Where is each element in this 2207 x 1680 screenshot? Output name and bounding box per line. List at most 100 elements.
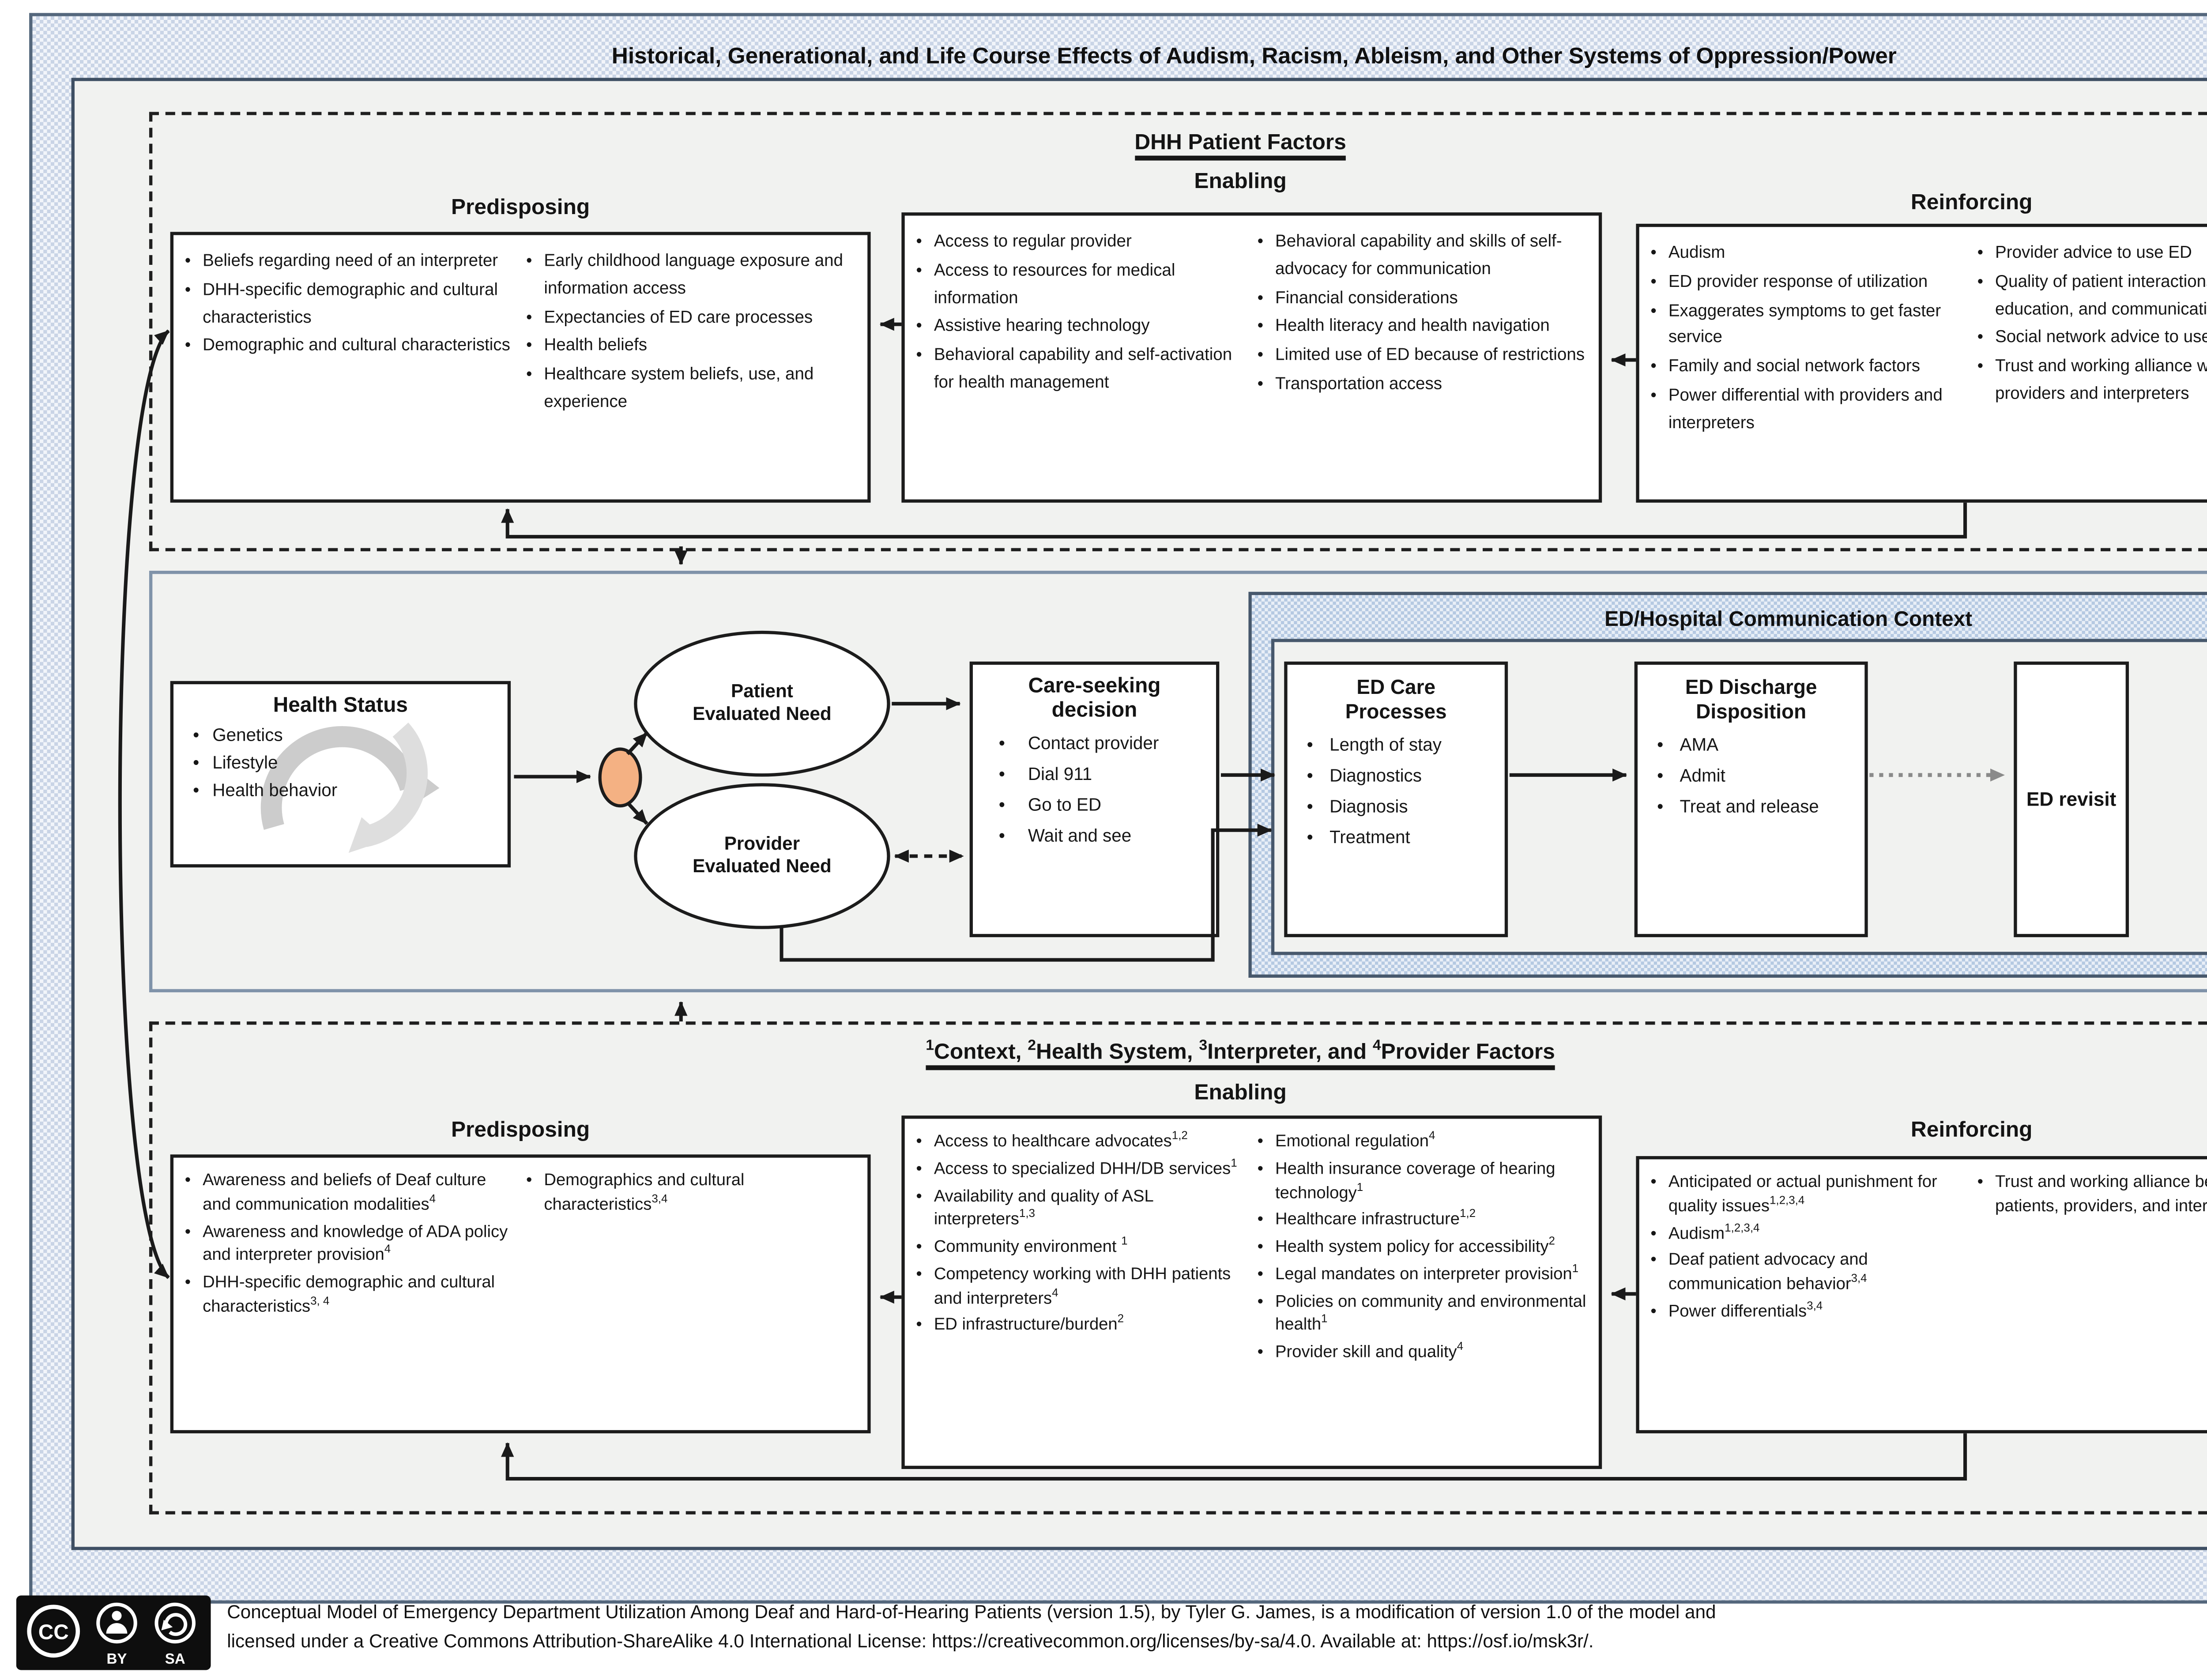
- list-item: Financial considerations: [1253, 285, 1589, 312]
- patient-evaluated-need-oval: Patient Evaluated Need: [634, 630, 890, 777]
- ed-discharge-title: ED Discharge Disposition: [1685, 676, 1817, 723]
- bottom-enabling-col1: Access to healthcare advocates1,2Access …: [911, 1131, 1247, 1459]
- list-item: Dial 911: [979, 763, 1210, 789]
- top-enabling-col1: Access to regular providerAccess to reso…: [911, 229, 1247, 493]
- list-item: Access to regular provider: [911, 229, 1247, 256]
- bottom-predisposing-col1: Awareness and beliefs of Deaf culture an…: [180, 1171, 516, 1424]
- cc-by-sa-badge-icon: CC BY SA: [16, 1595, 211, 1670]
- list-item: Transportation access: [1253, 371, 1589, 399]
- list-item: Length of stay: [1294, 735, 1498, 761]
- list-item: Trust and working alliance with provider…: [1973, 354, 2207, 408]
- need-junction-node: [598, 747, 642, 808]
- dhh-patient-factors-heading: DHH Patient Factors: [149, 130, 2207, 161]
- top-predisposing-col2: Early childhood language exposure and in…: [521, 248, 858, 493]
- top-enabling-label: Enabling: [1194, 169, 1287, 193]
- list-item: Power differentials3,4: [1646, 1301, 1967, 1326]
- license-text: Conceptual Model of Emergency Department…: [227, 1596, 1716, 1658]
- list-item: Health literacy and health navigation: [1253, 313, 1589, 341]
- list-item: Power differential with providers and in…: [1646, 383, 1967, 437]
- list-item: Limited use of ED because of restriction…: [1253, 343, 1589, 370]
- bottom-reinforcing-col1: Anticipated or actual punishment for qua…: [1646, 1172, 1967, 1424]
- list-item: Early childhood language exposure and in…: [521, 248, 858, 302]
- list-item: Wait and see: [979, 825, 1210, 851]
- list-item: Assistive hearing technology: [911, 313, 1247, 341]
- list-item: Exaggerates symptoms to get faster servi…: [1646, 298, 1967, 352]
- list-item: Beliefs regarding need of an interpreter: [180, 248, 516, 275]
- ed-care-processes-list: Length of stayDiagnosticsDiagnosisTreatm…: [1294, 735, 1498, 852]
- health-status-list: GeneticsLifestyleHealth behavior: [173, 723, 508, 806]
- list-item: Audism: [1646, 240, 1967, 267]
- list-item: Health system policy for accessibility2: [1253, 1236, 1589, 1261]
- list-item: Healthcare system beliefs, use, and expe…: [521, 362, 858, 416]
- list-item: Genetics: [186, 723, 507, 751]
- list-item: Go to ED: [979, 794, 1210, 820]
- list-item: Health behavior: [186, 779, 507, 806]
- list-item: Lifestyle: [186, 751, 507, 779]
- list-item: Behavioral capability and skills of self…: [1253, 229, 1589, 283]
- list-item: Access to resources for medical informat…: [911, 257, 1247, 312]
- list-item: Deaf patient advocacy and communication …: [1646, 1251, 1967, 1298]
- list-item: ED infrastructure/burden2: [911, 1315, 1247, 1339]
- list-item: Provider skill and quality4: [1253, 1342, 1589, 1367]
- top-reinforcing-box: AudismED provider response of utilizatio…: [1636, 223, 2207, 503]
- top-enabling-box: Access to regular providerAccess to reso…: [901, 212, 1602, 503]
- list-item: Demographics and cultural characteristic…: [521, 1171, 858, 1218]
- bottom-enabling-col2: Emotional regulation4Health insurance co…: [1253, 1131, 1589, 1459]
- bottom-predisposing-label: Predisposing: [451, 1117, 590, 1142]
- context-system-factors-heading: 1Context, 2Health System, 3Interpreter, …: [149, 1038, 2207, 1070]
- ed-discharge-box: ED Discharge Disposition AMA AdmitTreat a…: [1634, 661, 1868, 938]
- bottom-predisposing-col2: Demographics and cultural characteristic…: [521, 1171, 858, 1424]
- bottom-enabling-label: Enabling: [1194, 1080, 1287, 1104]
- license-line-2: licensed under a Creative Commons Attrib…: [227, 1632, 1594, 1652]
- svg-text:CC: CC: [38, 1621, 69, 1644]
- top-reinforcing-col1: AudismED provider response of utilizatio…: [1646, 240, 1967, 493]
- list-item: Treatment: [1294, 827, 1498, 853]
- list-item: Availability and quality of ASL interpre…: [911, 1186, 1247, 1234]
- top-predisposing-label: Predisposing: [451, 194, 590, 219]
- list-item: DHH-specific demographic and cultural ch…: [180, 277, 516, 331]
- list-item: Treat and release: [1644, 796, 1858, 822]
- list-item: Social network advice to use ED: [1973, 325, 2207, 352]
- bottom-reinforcing-label: Reinforcing: [1910, 1117, 2033, 1142]
- ed-care-processes-box: ED Care Processes Length of stayDiagnost…: [1284, 661, 1508, 938]
- svg-text:SA: SA: [165, 1651, 185, 1667]
- top-reinforcing-col2: Provider advice to use EDQuality of pati…: [1973, 240, 2207, 493]
- top-predisposing-box: Beliefs regarding need of an interpreter…: [170, 232, 871, 503]
- list-item: Quality of patient interactions, educati…: [1973, 269, 2207, 323]
- list-item: ED provider response of utilization: [1646, 269, 1967, 296]
- care-seeking-list: Contact providerDial 911Go to EDWait and…: [979, 733, 1210, 851]
- list-item: Health insurance coverage of hearing tec…: [1253, 1159, 1589, 1207]
- care-seeking-title: Care-seeking decision: [1028, 673, 1161, 722]
- list-item: AMA: [1644, 735, 1858, 761]
- list-item: Access to healthcare advocates1,2: [911, 1131, 1247, 1156]
- provider-evaluated-need-oval: Provider Evaluated Need: [634, 783, 890, 929]
- ed-discharge-list: AMA AdmitTreat and release: [1644, 735, 1858, 822]
- list-item: Demographic and cultural characteristics: [180, 333, 516, 360]
- list-item: Health beliefs: [521, 333, 858, 360]
- list-item: Behavioral capability and self-activatio…: [911, 343, 1247, 397]
- list-item: Community environment 1: [911, 1236, 1247, 1261]
- list-item: Admit: [1644, 765, 1858, 791]
- list-item: Awareness and beliefs of Deaf culture an…: [180, 1171, 516, 1218]
- context-system-factors-heading-text: 1Context, 2Health System, 3Interpreter, …: [926, 1038, 1555, 1070]
- list-item: Anticipated or actual punishment for qua…: [1646, 1172, 1967, 1220]
- bottom-reinforcing-col2: Trust and working alliance between patie…: [1973, 1172, 2207, 1424]
- bottom-enabling-box: Access to healthcare advocates1,2Access …: [901, 1115, 1602, 1469]
- list-item: Diagnosis: [1294, 796, 1498, 822]
- page-title: Historical, Generational, and Life Cours…: [611, 42, 1897, 68]
- list-item: Trust and working alliance between patie…: [1973, 1172, 2207, 1220]
- ed-context-heading: ED/Hospital Communication Context: [1604, 606, 1973, 631]
- health-status-title: Health Status: [273, 692, 408, 717]
- bottom-predisposing-box: Awareness and beliefs of Deaf culture an…: [170, 1154, 871, 1434]
- svg-text:BY: BY: [107, 1651, 127, 1667]
- top-predisposing-col1: Beliefs regarding need of an interpreter…: [180, 248, 516, 493]
- list-item: Awareness and knowledge of ADA policy an…: [180, 1222, 516, 1269]
- list-item: Legal mandates on interpreter provision1: [1253, 1264, 1589, 1288]
- care-seeking-decision-box: Care-seeking decision Contact providerDi…: [969, 661, 1220, 938]
- list-item: Expectancies of ED care processes: [521, 304, 858, 331]
- ed-care-processes-title: ED Care Processes: [1345, 676, 1447, 723]
- list-item: Provider advice to use ED: [1973, 240, 2207, 267]
- license-line-1: Conceptual Model of Emergency Department…: [227, 1603, 1716, 1623]
- footer: CC BY SA Conceptual Model of Emergency D…: [16, 1595, 2207, 1670]
